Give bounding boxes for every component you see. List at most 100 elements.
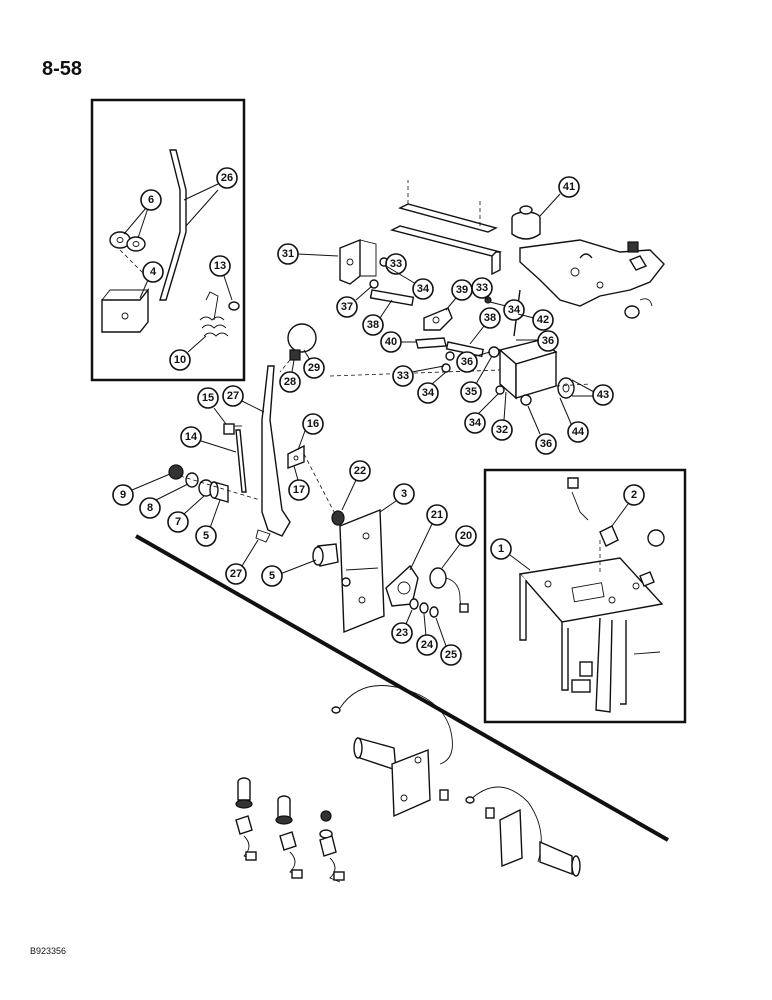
callout-36b: 36 xyxy=(516,330,559,352)
callout-34d: 34 xyxy=(464,393,499,434)
callout-25-label: 25 xyxy=(445,649,457,661)
callout-27b: 27 xyxy=(225,539,259,585)
callout-36b-label: 36 xyxy=(542,335,554,347)
callout-13: 13 xyxy=(209,255,233,301)
inset-lever-parts xyxy=(101,149,240,337)
callout-44: 44 xyxy=(559,397,589,443)
callout-42-label: 42 xyxy=(537,314,549,326)
callout-36c-label: 36 xyxy=(540,438,552,450)
callout-23: 23 xyxy=(391,609,413,644)
callout-14: 14 xyxy=(180,426,237,453)
callout-28-label: 28 xyxy=(284,376,296,388)
callout-33a-label: 33 xyxy=(390,258,402,270)
callout-26: 26 xyxy=(183,167,238,227)
callout-39: 39 xyxy=(445,279,473,311)
inset-control-plate xyxy=(518,477,665,713)
callout-24-label: 24 xyxy=(421,639,434,651)
callout-7-label: 7 xyxy=(175,516,181,528)
callout-36c: 36 xyxy=(527,405,557,455)
callout-15: 15 xyxy=(197,387,227,425)
divider-line xyxy=(135,534,669,842)
callout-5b: 5 xyxy=(261,559,317,587)
callout-33c: 33 xyxy=(392,365,445,387)
callout-22-label: 22 xyxy=(354,465,366,477)
callout-34d-label: 34 xyxy=(469,417,482,429)
callout-17: 17 xyxy=(288,465,310,501)
callout-33b: 33 xyxy=(471,277,493,301)
callout-4: 4 xyxy=(139,261,164,299)
callout-35-label: 35 xyxy=(465,386,477,398)
callout-21: 21 xyxy=(409,504,448,571)
callout-21-label: 21 xyxy=(431,509,443,521)
callout-33b-label: 33 xyxy=(476,282,488,294)
callout-28: 28 xyxy=(279,359,301,393)
callout-20-label: 20 xyxy=(460,530,472,542)
callout-43-label: 43 xyxy=(597,389,609,401)
callout-38a-label: 38 xyxy=(367,319,379,331)
callout-38b: 38 xyxy=(469,307,501,345)
callout-14-label: 14 xyxy=(185,431,198,443)
callout-40-label: 40 xyxy=(385,336,397,348)
callout-38b-label: 38 xyxy=(484,312,496,324)
callout-8: 8 xyxy=(139,483,189,519)
callout-27a: 27 xyxy=(222,385,265,413)
callout-13-label: 13 xyxy=(214,260,226,272)
callout-4-label: 4 xyxy=(150,266,157,278)
callout-6: 6 xyxy=(123,189,162,239)
callout-16-label: 16 xyxy=(307,418,319,430)
callout-37: 37 xyxy=(336,285,373,318)
callout-15-label: 15 xyxy=(202,392,214,404)
callout-34a: 34 xyxy=(385,265,434,300)
callout-31: 31 xyxy=(277,243,339,265)
callout-29-label: 29 xyxy=(308,362,320,374)
callout-39-label: 39 xyxy=(456,284,468,296)
callout-5a-label: 5 xyxy=(203,530,209,542)
callout-34c-label: 34 xyxy=(422,387,435,399)
callout-10-label: 10 xyxy=(174,354,186,366)
callout-5b-label: 5 xyxy=(269,570,275,582)
callout-27b-label: 27 xyxy=(230,568,242,580)
callout-2-label: 2 xyxy=(631,489,637,501)
callout-22: 22 xyxy=(341,460,371,511)
callout-42: 42 xyxy=(517,309,554,331)
callout-16: 16 xyxy=(297,413,324,451)
callout-37-label: 37 xyxy=(341,301,353,313)
inset-box-lever-detail xyxy=(90,98,246,382)
callout-3-label: 3 xyxy=(401,488,407,500)
callout-38a: 38 xyxy=(362,299,393,336)
callout-5a: 5 xyxy=(195,499,221,547)
callout-34c: 34 xyxy=(417,371,447,404)
mount-assembly xyxy=(339,180,665,406)
callout-17-label: 17 xyxy=(293,484,305,496)
callout-6-label: 6 xyxy=(148,194,154,206)
page-number: 8-58 xyxy=(42,58,83,80)
callout-34b: 34 xyxy=(489,299,525,321)
callout-34a-label: 34 xyxy=(417,283,430,295)
callout-34b-label: 34 xyxy=(508,304,521,316)
callout-40: 40 xyxy=(380,331,416,353)
callout-41-label: 41 xyxy=(563,181,575,193)
callout-33c-label: 33 xyxy=(397,370,409,382)
callout-23-label: 23 xyxy=(396,627,408,639)
callout-3: 3 xyxy=(379,483,415,513)
callout-1: 1 xyxy=(490,538,531,571)
callout-8-label: 8 xyxy=(147,502,153,514)
callout-20: 20 xyxy=(441,525,477,569)
callout-43: 43 xyxy=(571,379,614,406)
callout-2: 2 xyxy=(611,484,645,527)
callout-9: 9 xyxy=(112,473,171,506)
callout-7: 7 xyxy=(167,495,205,533)
callout-1-label: 1 xyxy=(498,543,504,555)
callout-25: 25 xyxy=(435,617,462,666)
callout-31-label: 31 xyxy=(282,248,294,260)
callout-36a: 36 xyxy=(456,351,491,373)
lower-assemblies xyxy=(235,685,581,883)
callout-44-label: 44 xyxy=(572,426,585,438)
callout-32: 32 xyxy=(491,391,513,441)
inset-box-control-plate xyxy=(483,468,687,724)
callout-9-label: 9 xyxy=(120,489,126,501)
callout-32-label: 32 xyxy=(496,424,508,436)
callout-26-label: 26 xyxy=(221,172,233,184)
callout-24: 24 xyxy=(416,613,438,656)
